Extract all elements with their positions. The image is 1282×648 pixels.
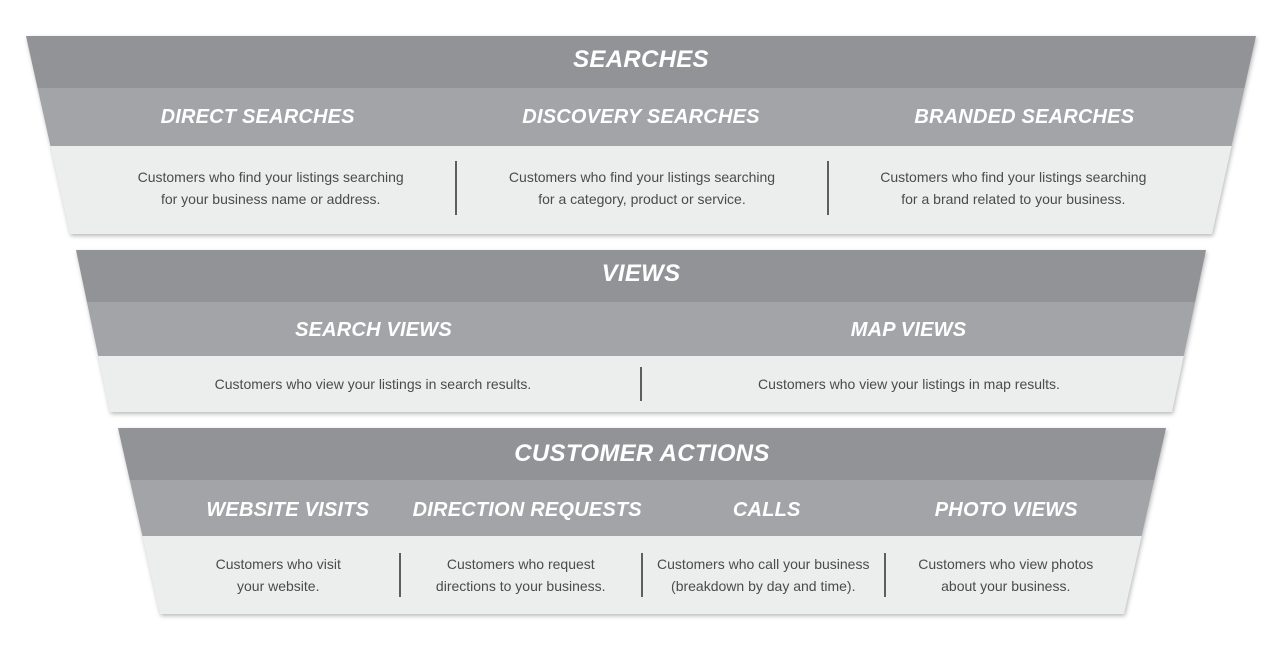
tier-customer-actions: CUSTOMER ACTIONS WEBSITE VISITS DIRECTIO… [118, 428, 1166, 614]
tier-title-bar: VIEWS [76, 250, 1206, 302]
sub-label-bar: WEBSITE VISITS DIRECTION REQUESTS CALLS … [118, 480, 1166, 536]
desc-discovery-searches: Customers who find your listings searchi… [508, 169, 776, 207]
column-divider [455, 161, 458, 215]
desc-direction-requests: Customers who request directions to your… [435, 556, 606, 594]
description-bar: Customers who view your listings in sear… [76, 356, 1206, 412]
desc-photo-views: Customers who view photos about your bus… [918, 556, 1094, 594]
description-bar: Customers who visit your website. Custom… [118, 536, 1166, 614]
desc-map-views: Customers who view your listings in map … [758, 376, 1060, 392]
label-branded-searches: BRANDED SEARCHES [914, 106, 1135, 128]
desc-search-views: Customers who view your listings in sear… [214, 376, 532, 392]
desc-calls: Customers who call your business (breakd… [657, 556, 870, 594]
column-divider [640, 367, 642, 401]
label-photo-views: PHOTO VIEWS [934, 499, 1078, 521]
desc-branded-searches: Customers who find your listings searchi… [880, 169, 1147, 207]
column-divider [398, 553, 401, 597]
column-divider [883, 553, 886, 597]
label-direct-searches: DIRECT SEARCHES [160, 106, 355, 128]
desc-website-visits: Customers who visit your website. [215, 556, 341, 594]
label-discovery-searches: DISCOVERY SEARCHES [522, 106, 760, 128]
column-divider [641, 553, 643, 597]
column-divider [826, 161, 829, 215]
tier-views: VIEWS SEARCH VIEWS MAP VIEWS Customers w… [76, 250, 1206, 412]
tier-title-bar: CUSTOMER ACTIONS [118, 428, 1166, 480]
label-website-visits: WEBSITE VISITS [206, 499, 370, 521]
description-bar: Customers who find your listings searchi… [26, 146, 1256, 234]
tier-title: SEARCHES [573, 46, 709, 73]
tier-searches: SEARCHES DIRECT SEARCHES DISCOVERY SEARC… [26, 36, 1256, 234]
tier-title-bar: SEARCHES [26, 36, 1256, 88]
tier-title: CUSTOMER ACTIONS [514, 440, 770, 467]
sub-label-bar: DIRECT SEARCHES DISCOVERY SEARCHES BRAND… [26, 88, 1256, 146]
label-map-views: MAP VIEWS [850, 319, 967, 341]
desc-direct-searches: Customers who find your listings searchi… [137, 169, 404, 207]
tier-title: VIEWS [601, 260, 681, 287]
label-direction-requests: DIRECTION REQUESTS [412, 499, 642, 521]
sub-label-bar: SEARCH VIEWS MAP VIEWS [76, 302, 1206, 356]
label-search-views: SEARCH VIEWS [295, 319, 452, 341]
label-calls: CALLS [732, 499, 801, 521]
